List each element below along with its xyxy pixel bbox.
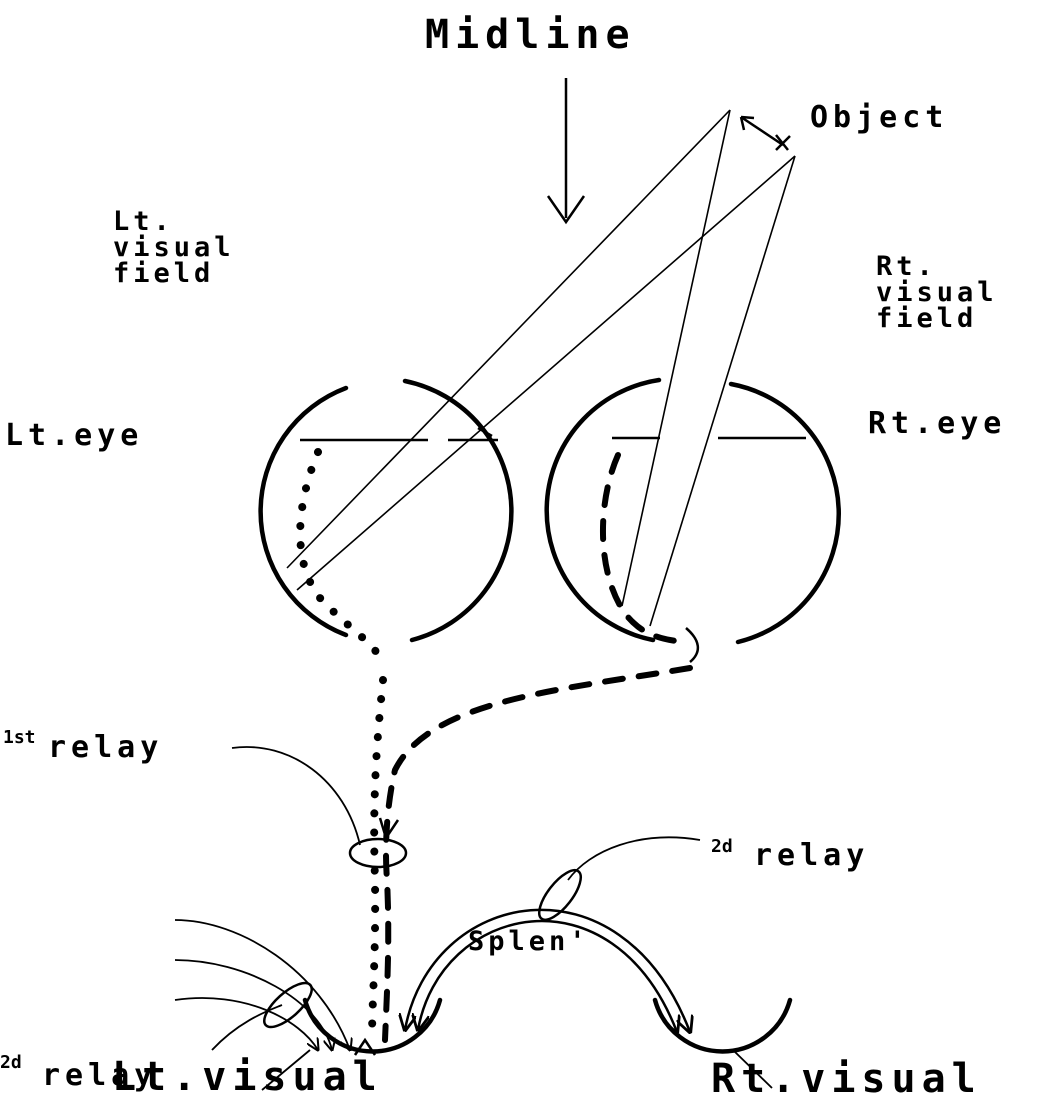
svg-text:Rt.visual: Rt.visual bbox=[711, 1056, 982, 1100]
rt-visual-cortex-label: Rt.visual bbox=[711, 1056, 982, 1100]
first-relay bbox=[232, 747, 406, 867]
lt-eye bbox=[261, 381, 512, 660]
second-relay-left bbox=[212, 976, 318, 1050]
splen-label: Splen' bbox=[468, 926, 590, 957]
midline-label: Midline bbox=[425, 12, 636, 58]
lt-visual-cortex-label: Lt.visual bbox=[112, 1054, 383, 1100]
first-relay-label: 1st relay bbox=[3, 727, 163, 765]
svg-text:Lt.visual: Lt.visual bbox=[112, 1054, 383, 1100]
svg-text:1st: 1st bbox=[3, 727, 36, 748]
lt-eye-label: Lt.eye bbox=[5, 418, 143, 453]
midline-arrow bbox=[548, 78, 584, 222]
object-arrow bbox=[741, 117, 790, 150]
lt-visual-field-label: Lt. visual field bbox=[113, 206, 235, 289]
lt-eye-dotted-pathway bbox=[372, 680, 383, 1040]
svg-text:relay: relay bbox=[48, 730, 163, 765]
svg-text:field: field bbox=[113, 258, 214, 289]
rt-eye-label: Rt.eye bbox=[868, 406, 1006, 441]
rt-eye-dashed-pathway bbox=[385, 668, 690, 1040]
rt-visual-field-label: Rt. visual field bbox=[876, 251, 998, 334]
object-label: Object bbox=[810, 100, 948, 135]
rt-eye bbox=[547, 380, 839, 662]
svg-text:relay: relay bbox=[754, 838, 869, 873]
second-relay-right bbox=[532, 837, 700, 926]
svg-text:2d: 2d bbox=[711, 836, 733, 857]
svg-text:2d: 2d bbox=[0, 1052, 22, 1073]
second-relay-right-label: 2d relay bbox=[711, 836, 869, 873]
svg-text:field: field bbox=[876, 303, 977, 334]
light-rays bbox=[287, 110, 795, 626]
